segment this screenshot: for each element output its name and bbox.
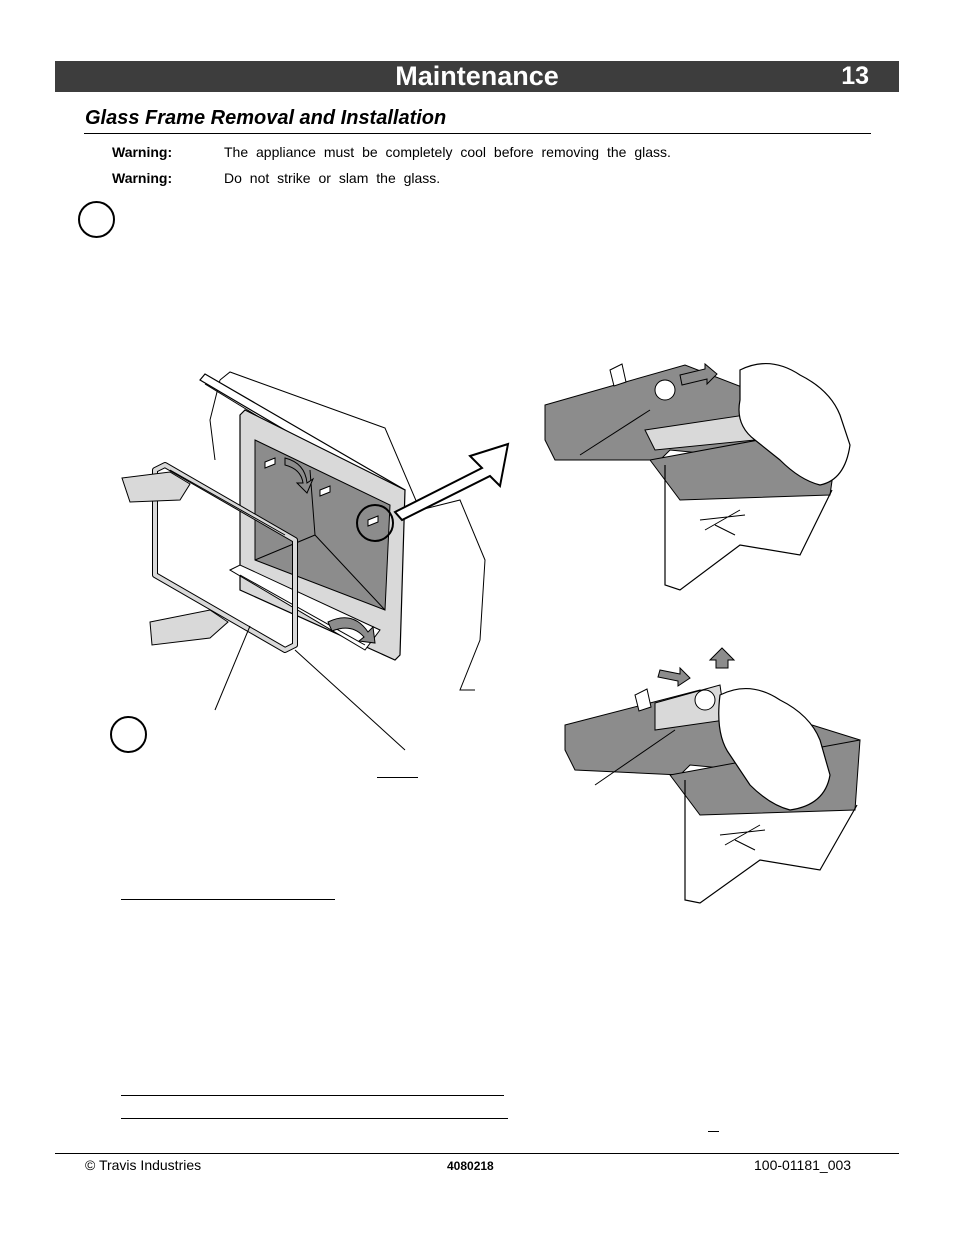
footer-part-number: 100-01181_003 — [754, 1157, 852, 1173]
footer-rule — [55, 1153, 899, 1154]
footer-doc-number: 4080218 — [447, 1159, 494, 1173]
warning-text-1: The appliance must be completely cool be… — [224, 144, 671, 160]
clip-detail-illustration-bottom — [564, 647, 861, 904]
page-number: 13 — [841, 62, 869, 90]
section-rule — [84, 133, 871, 134]
underline-3 — [121, 1095, 504, 1096]
warning-label-1: Warning: — [112, 144, 173, 160]
step-marker-2 — [110, 716, 147, 753]
header-bar: Maintenance 13 — [55, 61, 899, 92]
page-title: Maintenance — [395, 61, 559, 91]
underline-4 — [121, 1118, 508, 1119]
underline-5 — [708, 1131, 719, 1132]
underline-2 — [121, 899, 335, 900]
warning-label-2: Warning: — [112, 170, 173, 186]
clip-detail-illustration-top — [544, 362, 851, 591]
warning-text-2: Do not strike or slam the glass. — [224, 170, 441, 186]
fireplace-frame-illustration — [121, 371, 510, 751]
step-marker-1 — [78, 201, 115, 238]
section-title: Glass Frame Removal and Installation — [85, 107, 447, 129]
underline-1 — [377, 777, 418, 778]
footer-copyright: © Travis Industries — [85, 1157, 202, 1173]
